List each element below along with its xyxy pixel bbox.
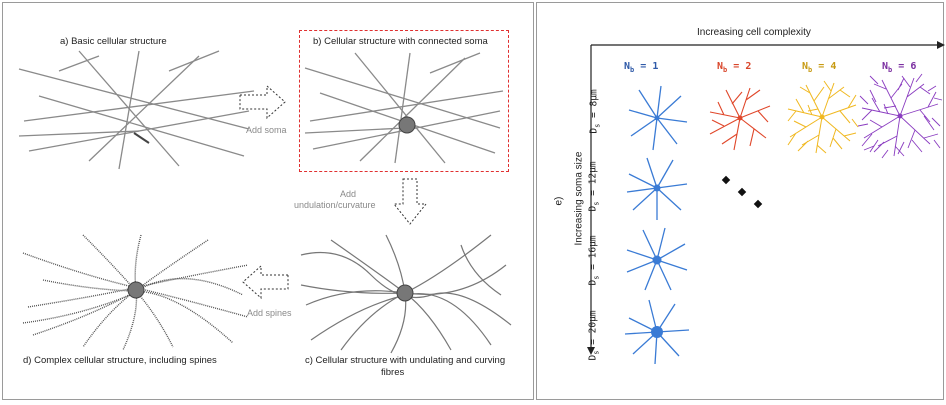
neuron-red-nb2-ds8 <box>709 87 771 151</box>
add-soma-label: Add soma <box>246 125 287 135</box>
label-d: d) Complex cellular structure, including… <box>23 355 217 366</box>
column-header-3: Nb = 4 <box>802 61 837 74</box>
column-header-1: Nb = 1 <box>624 61 659 74</box>
row-label-3: Ds = 16µm <box>587 235 601 286</box>
column-header-2: Nb = 2 <box>717 61 752 74</box>
neuron-yellow-nb4-ds8 <box>787 80 859 154</box>
left-panel: a) Basic cellular structure b) Cellular … <box>2 2 534 400</box>
arrow-right-icon <box>239 84 286 120</box>
x-axis-title: Increasing cell complexity <box>697 27 811 38</box>
neuron-undulating-illustration <box>300 234 512 354</box>
add-spines-label: Add spines <box>247 308 292 318</box>
neuron-blue-nb1-ds16 <box>626 227 688 291</box>
neuron-purple-nb6-ds8 <box>857 73 943 159</box>
row-label-1: Ds = 8µm <box>588 89 602 134</box>
neuron-soma-illustration <box>304 52 504 164</box>
ellipsis-icon <box>721 175 763 209</box>
row-label-4: Ds = 20µm <box>587 310 601 361</box>
y-axis-title: Increasing soma size <box>573 151 585 246</box>
panel-label-e: e) <box>553 196 565 206</box>
highlight-box-b <box>299 30 509 172</box>
label-b: b) Cellular structure with connected som… <box>313 36 488 47</box>
column-header-4: Nb = 6 <box>882 61 917 74</box>
label-a: a) Basic cellular structure <box>60 36 167 47</box>
label-c-line1: c) Cellular structure with undulating an… <box>305 355 506 366</box>
neuron-basic-illustration <box>18 50 255 170</box>
neuron-blue-nb1-ds8 <box>628 85 688 151</box>
neuron-spines-illustration <box>22 234 249 351</box>
neuron-blue-nb1-ds12 <box>626 157 688 220</box>
right-panel: Increasing cell complexity Increasing so… <box>536 2 945 400</box>
neuron-blue-nb1-ds20 <box>624 299 690 365</box>
label-c-line2: fibres <box>381 367 405 378</box>
add-undulation-label-1: Add <box>339 189 356 199</box>
row-label-2: Ds = 12µm <box>587 161 601 212</box>
arrow-left-icon <box>242 264 289 300</box>
add-undulation-label-2: undulation/curvature <box>294 200 376 210</box>
arrow-down-icon <box>392 178 428 225</box>
axes-arrows <box>587 41 945 355</box>
